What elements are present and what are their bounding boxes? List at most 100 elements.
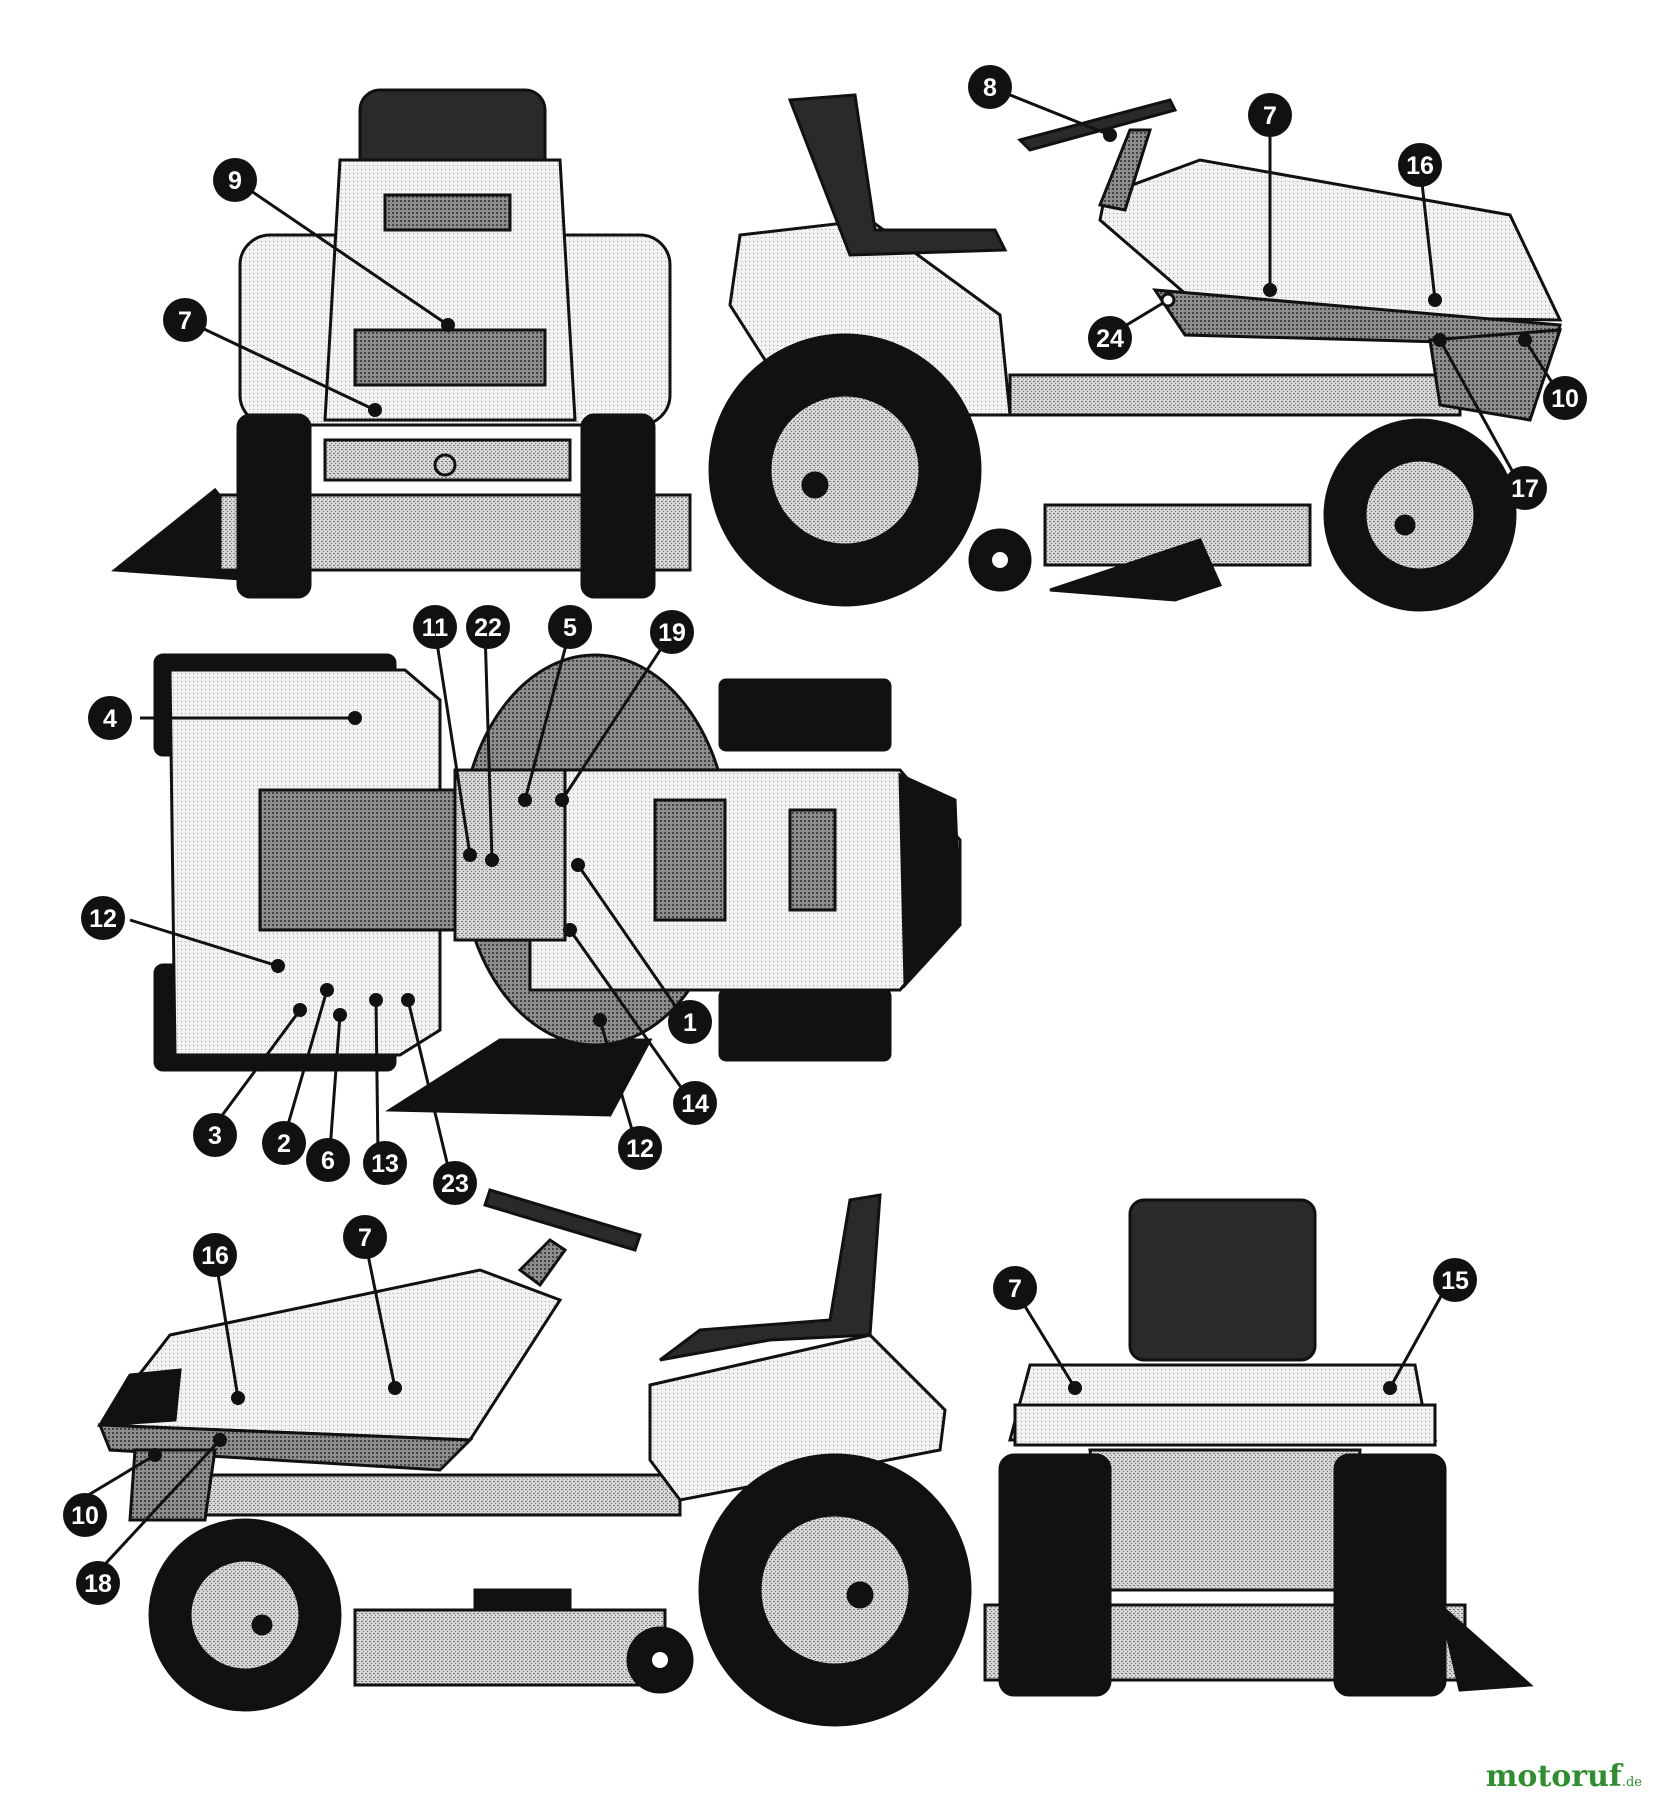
right-side-view [708, 93, 1563, 612]
top-view [153, 653, 962, 1117]
top-vent-left [653, 798, 727, 922]
svg-text:16: 16 [201, 1242, 229, 1270]
svg-text:17: 17 [1511, 475, 1539, 503]
callout-left-7: 7 [343, 1215, 387, 1259]
callout-top-6: 6 [306, 1138, 350, 1182]
callout-top-1: 1 [668, 1000, 712, 1044]
rs-seat [787, 93, 1008, 257]
decal-dots [148, 128, 1532, 1462]
rear-fender-base [1013, 1403, 1437, 1447]
rs-front-hub [1363, 458, 1477, 572]
svg-text:12: 12 [626, 1135, 654, 1163]
rs-front-axle [1394, 514, 1416, 536]
callout-left-18: 18 [76, 1561, 120, 1605]
ls-rear-axle [846, 1581, 874, 1609]
callout-top-22: 22 [466, 605, 510, 649]
ls-steering-wheel [483, 1188, 642, 1252]
callout-front-7: 7 [163, 298, 207, 342]
ls-front-hub [188, 1558, 302, 1672]
svg-text:7: 7 [1008, 1275, 1022, 1303]
rear-axle-housing [1088, 1448, 1362, 1592]
callout-top-5: 5 [548, 605, 592, 649]
front-grille-bottom [353, 328, 547, 387]
callout-top-3: 3 [193, 1113, 237, 1157]
callout-left-16: 16 [193, 1233, 237, 1277]
callout-right-17: 17 [1503, 466, 1547, 510]
svg-text:12: 12 [89, 905, 117, 933]
callout-right-16: 16 [1398, 143, 1442, 187]
rs-front-bumper [1428, 328, 1563, 422]
svg-text:4: 4 [103, 705, 117, 733]
rear-seat-back [1128, 1198, 1317, 1362]
top-seat [258, 788, 472, 932]
svg-text:13: 13 [371, 1150, 399, 1178]
svg-text:1: 1 [683, 1009, 697, 1037]
svg-text:5: 5 [563, 614, 577, 642]
top-hood [528, 768, 962, 992]
svg-text:9: 9 [228, 167, 242, 195]
ls-hood-nose [97, 1368, 182, 1427]
svg-text:16: 16 [1406, 152, 1434, 180]
callout-top-11: 11 [413, 605, 457, 649]
top-vent-right [788, 808, 837, 912]
ls-grille-band [97, 1423, 474, 1472]
svg-text:14: 14 [681, 1090, 709, 1118]
front-view [111, 88, 692, 599]
top-front-wheel-upper [718, 678, 892, 752]
callout-right-8: 8 [968, 65, 1012, 109]
top-front-wheel-lower [718, 988, 892, 1062]
left-side-view [97, 1188, 972, 1727]
rs-rear-hub [768, 393, 922, 547]
rs-rear-axle [801, 471, 829, 499]
rear-wheel-right [1333, 1453, 1447, 1697]
rs-steering-column [1097, 128, 1153, 212]
svg-text:15: 15 [1441, 1267, 1469, 1295]
rear-view [983, 1198, 1534, 1697]
callout-top-23: 23 [433, 1161, 477, 1205]
ls-frame [198, 1473, 682, 1517]
rear-wheel-left [998, 1453, 1112, 1697]
ls-deck-top [473, 1588, 572, 1612]
rear-deck-chute [1437, 1600, 1534, 1692]
svg-text:7: 7 [1263, 102, 1277, 130]
ls-deck-wheel-hub [652, 1652, 668, 1668]
svg-text:10: 10 [1551, 385, 1579, 413]
svg-text:6: 6 [321, 1147, 335, 1175]
callout-top-13: 13 [363, 1141, 407, 1185]
svg-text:11: 11 [422, 614, 449, 642]
svg-text:7: 7 [358, 1224, 372, 1252]
front-grille-emblem [433, 453, 457, 477]
svg-text:3: 3 [208, 1122, 222, 1150]
callouts: 9 7 8 7 16 24 10 17 11 22 5 19 4 12 1 [63, 65, 1587, 1605]
top-hood-nose [898, 772, 962, 989]
callout-left-10: 10 [63, 1493, 107, 1537]
svg-text:23: 23 [441, 1170, 469, 1198]
svg-text:7: 7 [178, 307, 192, 335]
ls-front-axle [251, 1614, 273, 1636]
front-wheel-right [580, 413, 656, 599]
ls-seat [659, 1193, 882, 1362]
ls-rear-hub [758, 1513, 912, 1667]
rs-discharge-chute [1049, 538, 1223, 602]
svg-text:8: 8 [983, 74, 997, 102]
callout-right-7: 7 [1248, 93, 1292, 137]
callout-rear-7: 7 [993, 1266, 1037, 1310]
watermark-logo: motoruf.de [1485, 1759, 1642, 1794]
svg-text:10: 10 [71, 1502, 99, 1530]
rs-hood [1098, 158, 1563, 322]
ls-steering-column [517, 1238, 568, 1288]
svg-text:19: 19 [658, 619, 686, 647]
callout-top-2: 2 [262, 1121, 306, 1165]
leader-lines [79, 85, 1562, 1577]
rs-frame [1008, 373, 1462, 417]
callout-rear-15: 15 [1433, 1258, 1477, 1302]
callout-top-4: 4 [88, 696, 132, 740]
svg-text:22: 22 [474, 614, 502, 642]
svg-text:18: 18 [84, 1570, 112, 1598]
svg-text:2: 2 [277, 1130, 291, 1158]
callout-top-19: 19 [650, 610, 694, 654]
rs-steering-wheel [1017, 98, 1178, 152]
callout-front-9: 9 [213, 158, 257, 202]
front-grille-top [383, 193, 512, 232]
callout-top-12-left: 12 [81, 896, 125, 940]
